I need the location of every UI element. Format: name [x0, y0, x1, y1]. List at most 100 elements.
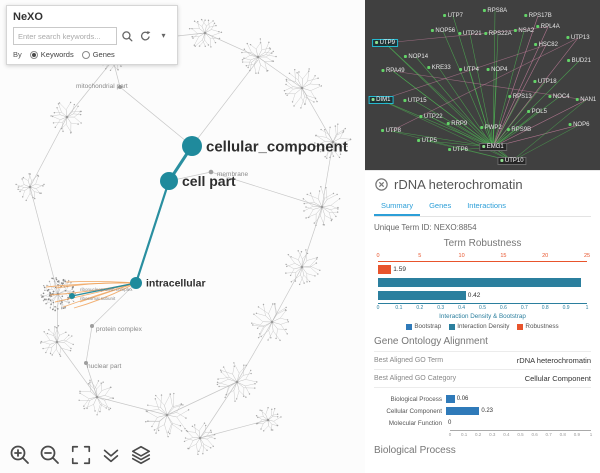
tree-branch: [208, 20, 210, 28]
network-node-utp22[interactable]: UTP22: [419, 114, 443, 120]
network-node-utp8[interactable]: UTP8: [381, 128, 401, 134]
tree-branch: [164, 424, 169, 437]
tree-term-node[interactable]: [118, 85, 122, 89]
tree-branch: [199, 40, 205, 47]
tree-branch: [253, 56, 259, 65]
network-node-utp10[interactable]: UTP10: [497, 157, 527, 165]
tree-branch: [242, 55, 251, 61]
tree-leaf-node: [72, 300, 75, 303]
network-node-dim1[interactable]: DIM1: [368, 96, 394, 104]
network-node-rpa49[interactable]: RPA49: [381, 68, 405, 74]
tree-branch: [209, 38, 212, 47]
tree-term-node-intracellular[interactable]: [130, 277, 142, 289]
tree-branch: [71, 104, 75, 113]
network-node-pol5[interactable]: POL5: [527, 109, 547, 115]
network-node-rps17b[interactable]: RPS17B: [524, 13, 552, 19]
zoom-in-button[interactable]: [8, 443, 32, 467]
network-node-rps13[interactable]: RPS13: [508, 94, 532, 100]
search-icon[interactable]: [120, 29, 135, 44]
search-options-caret-icon[interactable]: ▾: [161, 31, 166, 40]
tree-branch: [256, 313, 266, 316]
network-node-rps8a[interactable]: RPS8A: [483, 8, 507, 14]
network-node-hsc82[interactable]: HSC82: [534, 42, 558, 48]
network-node-rrp9[interactable]: RRP9: [447, 121, 467, 127]
network-node-utp6[interactable]: UTP6: [448, 147, 468, 153]
tree-edge: [91, 282, 137, 327]
tab-genes[interactable]: Genes: [429, 201, 452, 210]
network-node-utp7[interactable]: UTP7: [443, 13, 463, 19]
network-node-kre33[interactable]: KRE33: [427, 65, 451, 71]
network-node-utp15[interactable]: UTP15: [403, 98, 427, 104]
network-node-emg1[interactable]: EMG1: [479, 143, 507, 151]
tree-leaf-node: [346, 145, 348, 148]
tree-leaf-node: [243, 48, 246, 50]
tree-leaf-node: [25, 199, 27, 202]
network-node-utp13[interactable]: UTP13: [566, 35, 590, 41]
tree-branch: [96, 395, 106, 398]
network-node-bud21[interactable]: BUD21: [567, 58, 591, 64]
network-node-utp21[interactable]: UTP21: [458, 31, 482, 37]
network-node-utp4[interactable]: UTP4: [459, 67, 479, 73]
tab-summary[interactable]: Summary: [374, 198, 421, 216]
tree-leaf-node: [272, 60, 275, 62]
tree-term-node[interactable]: [208, 169, 214, 175]
tree-leaf-node: [47, 288, 50, 291]
tab-interactions[interactable]: Interactions: [467, 201, 506, 210]
close-icon[interactable]: [374, 177, 389, 192]
tree-branch: [73, 113, 81, 115]
tree-term-node[interactable]: [90, 324, 94, 328]
radio-keywords-dot[interactable]: [29, 50, 38, 59]
tree-term-node-selected[interactable]: [69, 293, 75, 299]
network-node-utp9[interactable]: UTP9: [372, 39, 398, 47]
network-node-nsa2[interactable]: NSA2: [514, 28, 534, 34]
tree-branch: [63, 339, 74, 345]
tree-edge: [119, 86, 193, 147]
tree-branch: [293, 87, 303, 90]
tree-branch: [330, 198, 340, 206]
tree-leaf-node: [70, 347, 72, 350]
tree-branch: [259, 409, 266, 415]
tree-branch: [260, 64, 268, 71]
tree-leaf-node: [184, 437, 187, 439]
tree-node-label: intracellular: [146, 278, 206, 290]
network-node-nop6[interactable]: NOP6: [569, 122, 589, 128]
tree-term-node-cellular-component[interactable]: [182, 136, 202, 156]
network-node-nop4[interactable]: NOP4: [487, 67, 507, 73]
tree-term-node-cell-part[interactable]: [160, 172, 178, 190]
tree-leaf-node: [194, 45, 196, 47]
tree-cluster-center: [203, 31, 207, 35]
network-node-nan1[interactable]: NAN1: [576, 97, 596, 103]
tree-branch: [35, 188, 41, 194]
search-input[interactable]: [13, 27, 117, 45]
reset-icon[interactable]: [138, 29, 153, 44]
radio-genes-dot[interactable]: [81, 50, 90, 59]
tree-leaf-node: [262, 303, 265, 306]
layers-button[interactable]: [130, 444, 154, 468]
tree-branch: [273, 421, 278, 426]
tree-branch: [104, 387, 111, 396]
network-node-pwp2[interactable]: PWP2: [480, 125, 502, 131]
network-node-rps9b[interactable]: RPS9B: [507, 127, 531, 133]
radio-genes[interactable]: Genes: [81, 50, 115, 59]
network-node-utp5[interactable]: UTP5: [417, 138, 437, 144]
network-node-noc4[interactable]: NOC4: [548, 94, 570, 100]
tree-branch: [286, 264, 295, 270]
fit-to-screen-button[interactable]: [70, 444, 94, 468]
tree-leaf-node: [255, 312, 258, 315]
tree-branch: [271, 424, 278, 426]
network-node-nop56[interactable]: NOP56: [431, 28, 455, 34]
tree-leaf-node: [43, 183, 45, 186]
tree-branch: [155, 398, 160, 410]
tree-branch: [300, 266, 303, 276]
network-node-rpl4a[interactable]: RPL4A: [536, 24, 560, 30]
zoom-out-button[interactable]: [38, 443, 62, 467]
tree-term-node[interactable]: [84, 361, 88, 365]
network-node-nop14[interactable]: NOP14: [404, 54, 428, 60]
collapse-chevrons-button[interactable]: [100, 444, 124, 468]
radio-keywords[interactable]: Keywords: [29, 50, 74, 59]
tree-branch: [100, 404, 107, 409]
network-node-rps22a[interactable]: RPS22A: [484, 31, 512, 37]
network-node-utp18[interactable]: UTP18: [533, 79, 557, 85]
